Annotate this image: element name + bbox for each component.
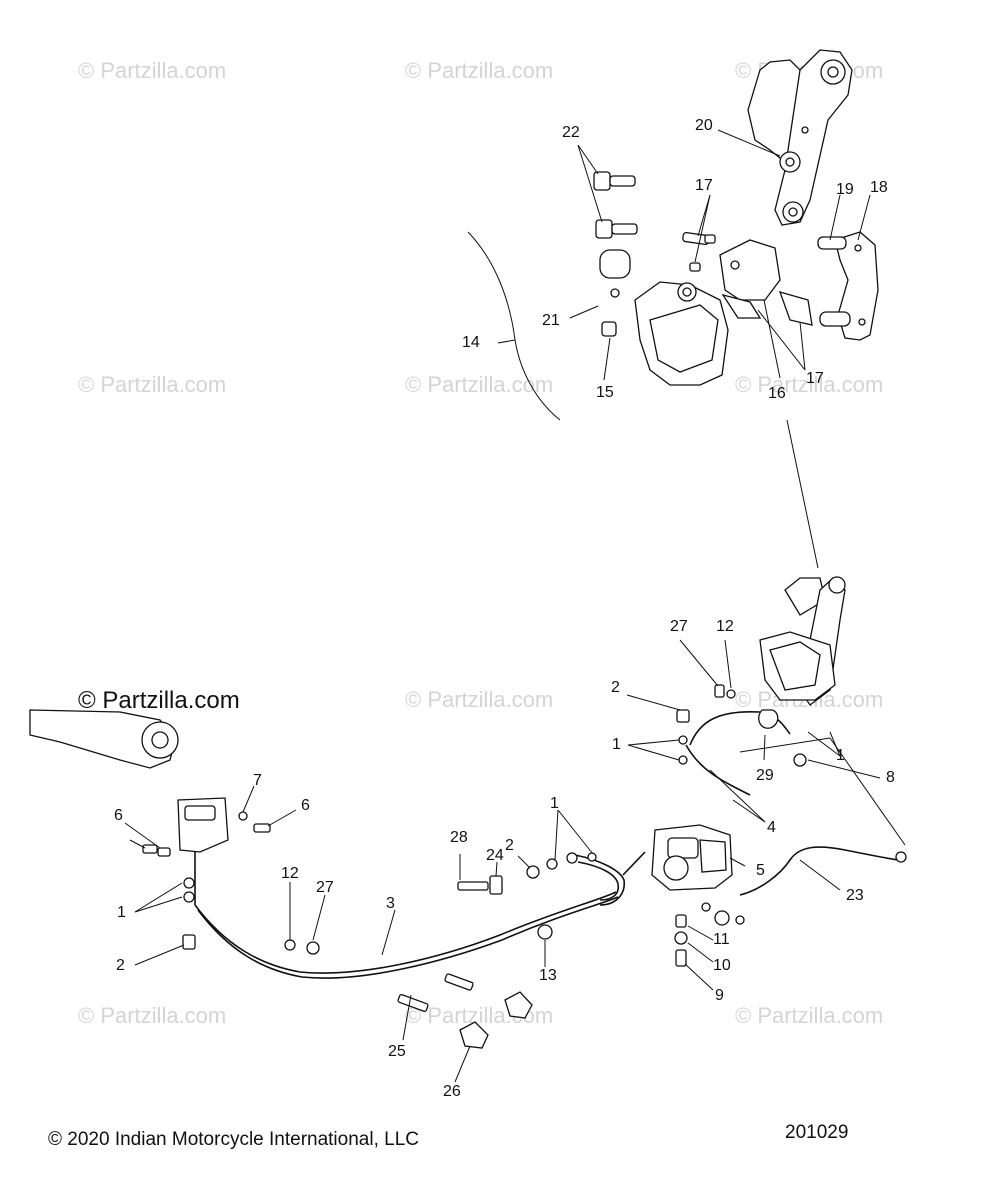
callout-13: 13: [539, 967, 557, 984]
callout-20: 20: [695, 117, 713, 134]
brake-lever: [29, 709, 229, 853]
callout-4: 4: [767, 819, 776, 836]
watermark: © Partzilla.com: [735, 1003, 884, 1028]
callout-3: 3: [386, 895, 395, 912]
callout-22: 22: [562, 124, 580, 141]
callout-16: 16: [768, 385, 786, 402]
callout-12: 12: [281, 865, 299, 882]
callout-23: 23: [846, 887, 864, 904]
callout-2: 2: [116, 957, 125, 974]
callout-17: 17: [806, 370, 824, 387]
callout-1: 1: [550, 795, 559, 812]
callout-1: 1: [612, 736, 621, 753]
callout-15: 15: [596, 384, 614, 401]
callout-6: 6: [114, 807, 123, 824]
caliper-bracket: [747, 49, 853, 226]
callout-18: 18: [870, 179, 888, 196]
callout-6: 6: [301, 797, 310, 814]
leader-lines: [124, 129, 906, 1083]
watermark: © Partzilla.com: [78, 58, 227, 83]
watermark: © Partzilla.com: [405, 687, 554, 712]
callout-25: 25: [388, 1043, 406, 1060]
brake-caliper: [599, 249, 729, 386]
brake-pads: [719, 239, 813, 326]
callout-28: 28: [450, 829, 468, 846]
mounting-bracket: [817, 231, 879, 341]
callout-26: 26: [443, 1083, 461, 1100]
callout-2: 2: [505, 837, 514, 854]
abs-module: [651, 824, 733, 891]
callout-24: 24: [486, 847, 504, 864]
callout-21: 21: [542, 312, 560, 329]
watermark: © Partzilla.com: [735, 372, 884, 397]
bolt-22: [593, 171, 638, 239]
callout-27: 27: [670, 618, 688, 635]
callout-5: 5: [756, 862, 765, 879]
callout-19: 19: [836, 181, 854, 198]
watermark: © Partzilla.com: [405, 372, 554, 397]
callout-9: 9: [715, 987, 724, 1004]
callout-2: 2: [611, 679, 620, 696]
callout-11: 11: [713, 931, 730, 948]
rear-caliper-assembly: [759, 576, 846, 706]
callout-7: 7: [253, 772, 262, 789]
pin-17: [682, 231, 716, 272]
diagram-number: 201029: [785, 1122, 849, 1143]
watermark: © Partzilla.com: [405, 58, 554, 83]
watermark: © Partzilla.com: [78, 372, 227, 397]
watermark: © Partzilla.com: [78, 1003, 227, 1028]
callout-8: 8: [886, 769, 895, 786]
copyright-text: © 2020 Indian Motorcycle International, …: [48, 1129, 419, 1150]
callout-17: 17: [695, 177, 713, 194]
hardware: [142, 684, 907, 1012]
callout-1: 1: [117, 904, 126, 921]
watermark-dark: © Partzilla.com: [78, 687, 240, 714]
clamp-26: [459, 991, 533, 1049]
brake-lines: [194, 710, 899, 979]
callout-12: 12: [716, 618, 734, 635]
callout-1: 1: [836, 747, 845, 764]
callout-10: 10: [713, 957, 731, 974]
callout-14: 14: [462, 334, 480, 351]
callout-27: 27: [316, 879, 334, 896]
callout-29: 29: [756, 767, 774, 784]
